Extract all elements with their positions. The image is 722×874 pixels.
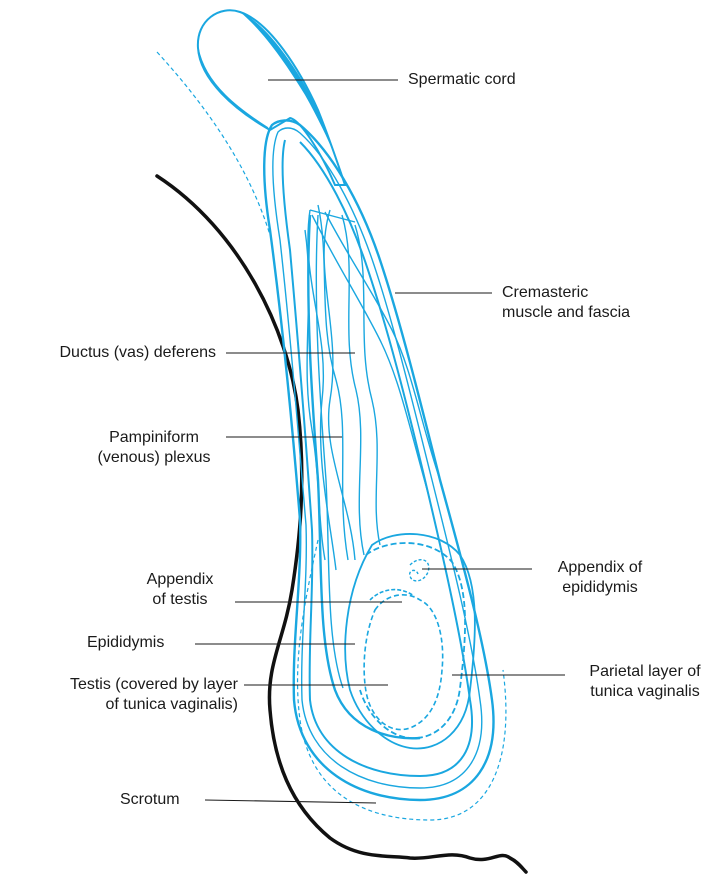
label-spermatic-cord: Spermatic cord [408, 70, 516, 90]
label-pampiniform-plexus: Pampiniform (venous) plexus [86, 428, 222, 468]
label-epididymis: Epididymis [87, 633, 164, 653]
ductus-deferens-inner [316, 215, 343, 688]
label-ductus-deferens: Ductus (vas) deferens [20, 343, 216, 363]
label-scrotum: Scrotum [120, 790, 180, 810]
label-cremasteric-muscle-fascia: Cremasteric muscle and fascia [502, 283, 630, 323]
appendix-of-testis[interactable] [370, 590, 414, 600]
label-appendix-of-epididymis: Appendix of epididymis [530, 558, 670, 598]
label-testis: Testis (covered by layer of tunica vagin… [2, 675, 238, 715]
cremasteric-sheath-outer[interactable] [264, 120, 493, 800]
epididymis[interactable] [360, 543, 465, 738]
label-appendix-of-testis: Appendix of testis [130, 570, 230, 610]
parietal-layer-tunica-vaginalis[interactable] [345, 534, 475, 749]
leader-lines [195, 80, 565, 803]
appendix-of-epididymis[interactable] [410, 560, 429, 581]
scrotum-skin-outline [157, 176, 526, 872]
label-parietal-layer-tunica-vaginalis: Parietal layer of tunica vaginalis [570, 662, 720, 702]
testis[interactable] [364, 595, 443, 730]
